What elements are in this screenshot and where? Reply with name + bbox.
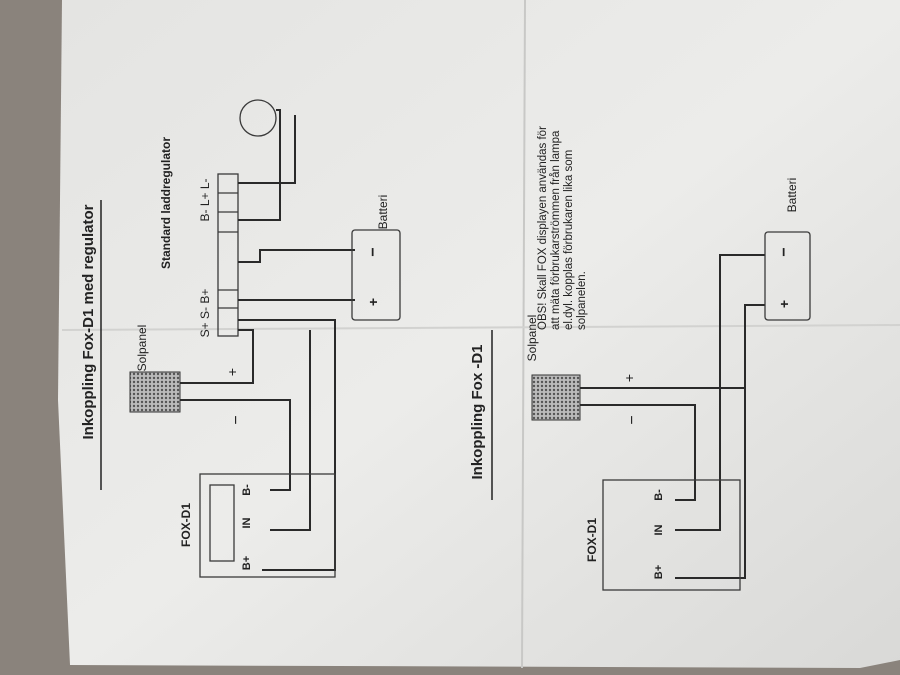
battery-plus: + [776, 300, 792, 308]
regulator-label: Standard laddregulator [159, 137, 173, 269]
solar-panel-label: Solpanel [525, 315, 539, 362]
battery-icon [351, 229, 401, 321]
solar-panel-icon [129, 371, 181, 413]
battery-label: Batteri [376, 195, 390, 230]
fox-d1-display [209, 484, 235, 562]
fox-d1-label: FOX-D1 [179, 503, 193, 547]
wires [580, 254, 765, 579]
regulator-terminal-block [217, 173, 239, 337]
paper-sheet [58, 0, 900, 668]
fox-d1-label: FOX-D1 [585, 518, 599, 562]
solar-panel-label: Solpanel [135, 325, 149, 372]
regulator-terminals-solar-battery-plus: S+ S- B+ [198, 289, 212, 338]
solar-panel-icon [531, 374, 581, 421]
wires [180, 109, 355, 571]
fox-terminal-b-plus: B+ [241, 556, 253, 570]
lamp-icon [239, 99, 277, 137]
battery-icon [764, 231, 811, 321]
fox-terminal-b-minus: B- [241, 484, 253, 496]
wire-minus-label: − [228, 415, 245, 424]
diagram-with-regulator: Inkoppling Fox-D1 med regulator Solpanel… [80, 99, 401, 578]
regulator-terminals-battery-minus-load: B- L+ L- [198, 178, 212, 221]
diagram2-title: Inkoppling Fox -D1 [469, 345, 486, 480]
note-line: el.dyl. kopplas förbrukaren lika som [563, 150, 575, 330]
note-line: solpanelen. [576, 271, 588, 330]
wire-plus-label: + [621, 374, 637, 382]
fox-terminal-b-plus: B+ [653, 565, 665, 579]
battery-plus: + [365, 298, 381, 306]
note-text: OBS! Skall FOX displayen användas för at… [537, 126, 588, 330]
fox-terminal-b-minus: B- [653, 489, 665, 501]
note-line: OBS! Skall FOX displayen användas för [537, 126, 549, 330]
note-line: att mäta förbrukarströmmen från lampa [550, 130, 562, 330]
fox-terminal-in: IN [653, 524, 665, 535]
fox-d1-box [602, 479, 741, 591]
battery-label: Batteri [785, 178, 799, 213]
paper-fold [521, 0, 526, 669]
wire-minus-label: − [624, 415, 641, 424]
battery-minus: − [365, 247, 382, 256]
fox-terminal-in: IN [241, 517, 253, 528]
paper-fold [61, 324, 900, 331]
fox-d1-box [199, 473, 336, 578]
diagram-without-regulator: Inkoppling Fox -D1 OBS! Skall FOX displa… [469, 126, 811, 591]
wire-plus-label: + [224, 368, 240, 376]
diagram1-title: Inkoppling Fox-D1 med regulator [80, 204, 97, 439]
battery-minus: − [776, 247, 793, 256]
